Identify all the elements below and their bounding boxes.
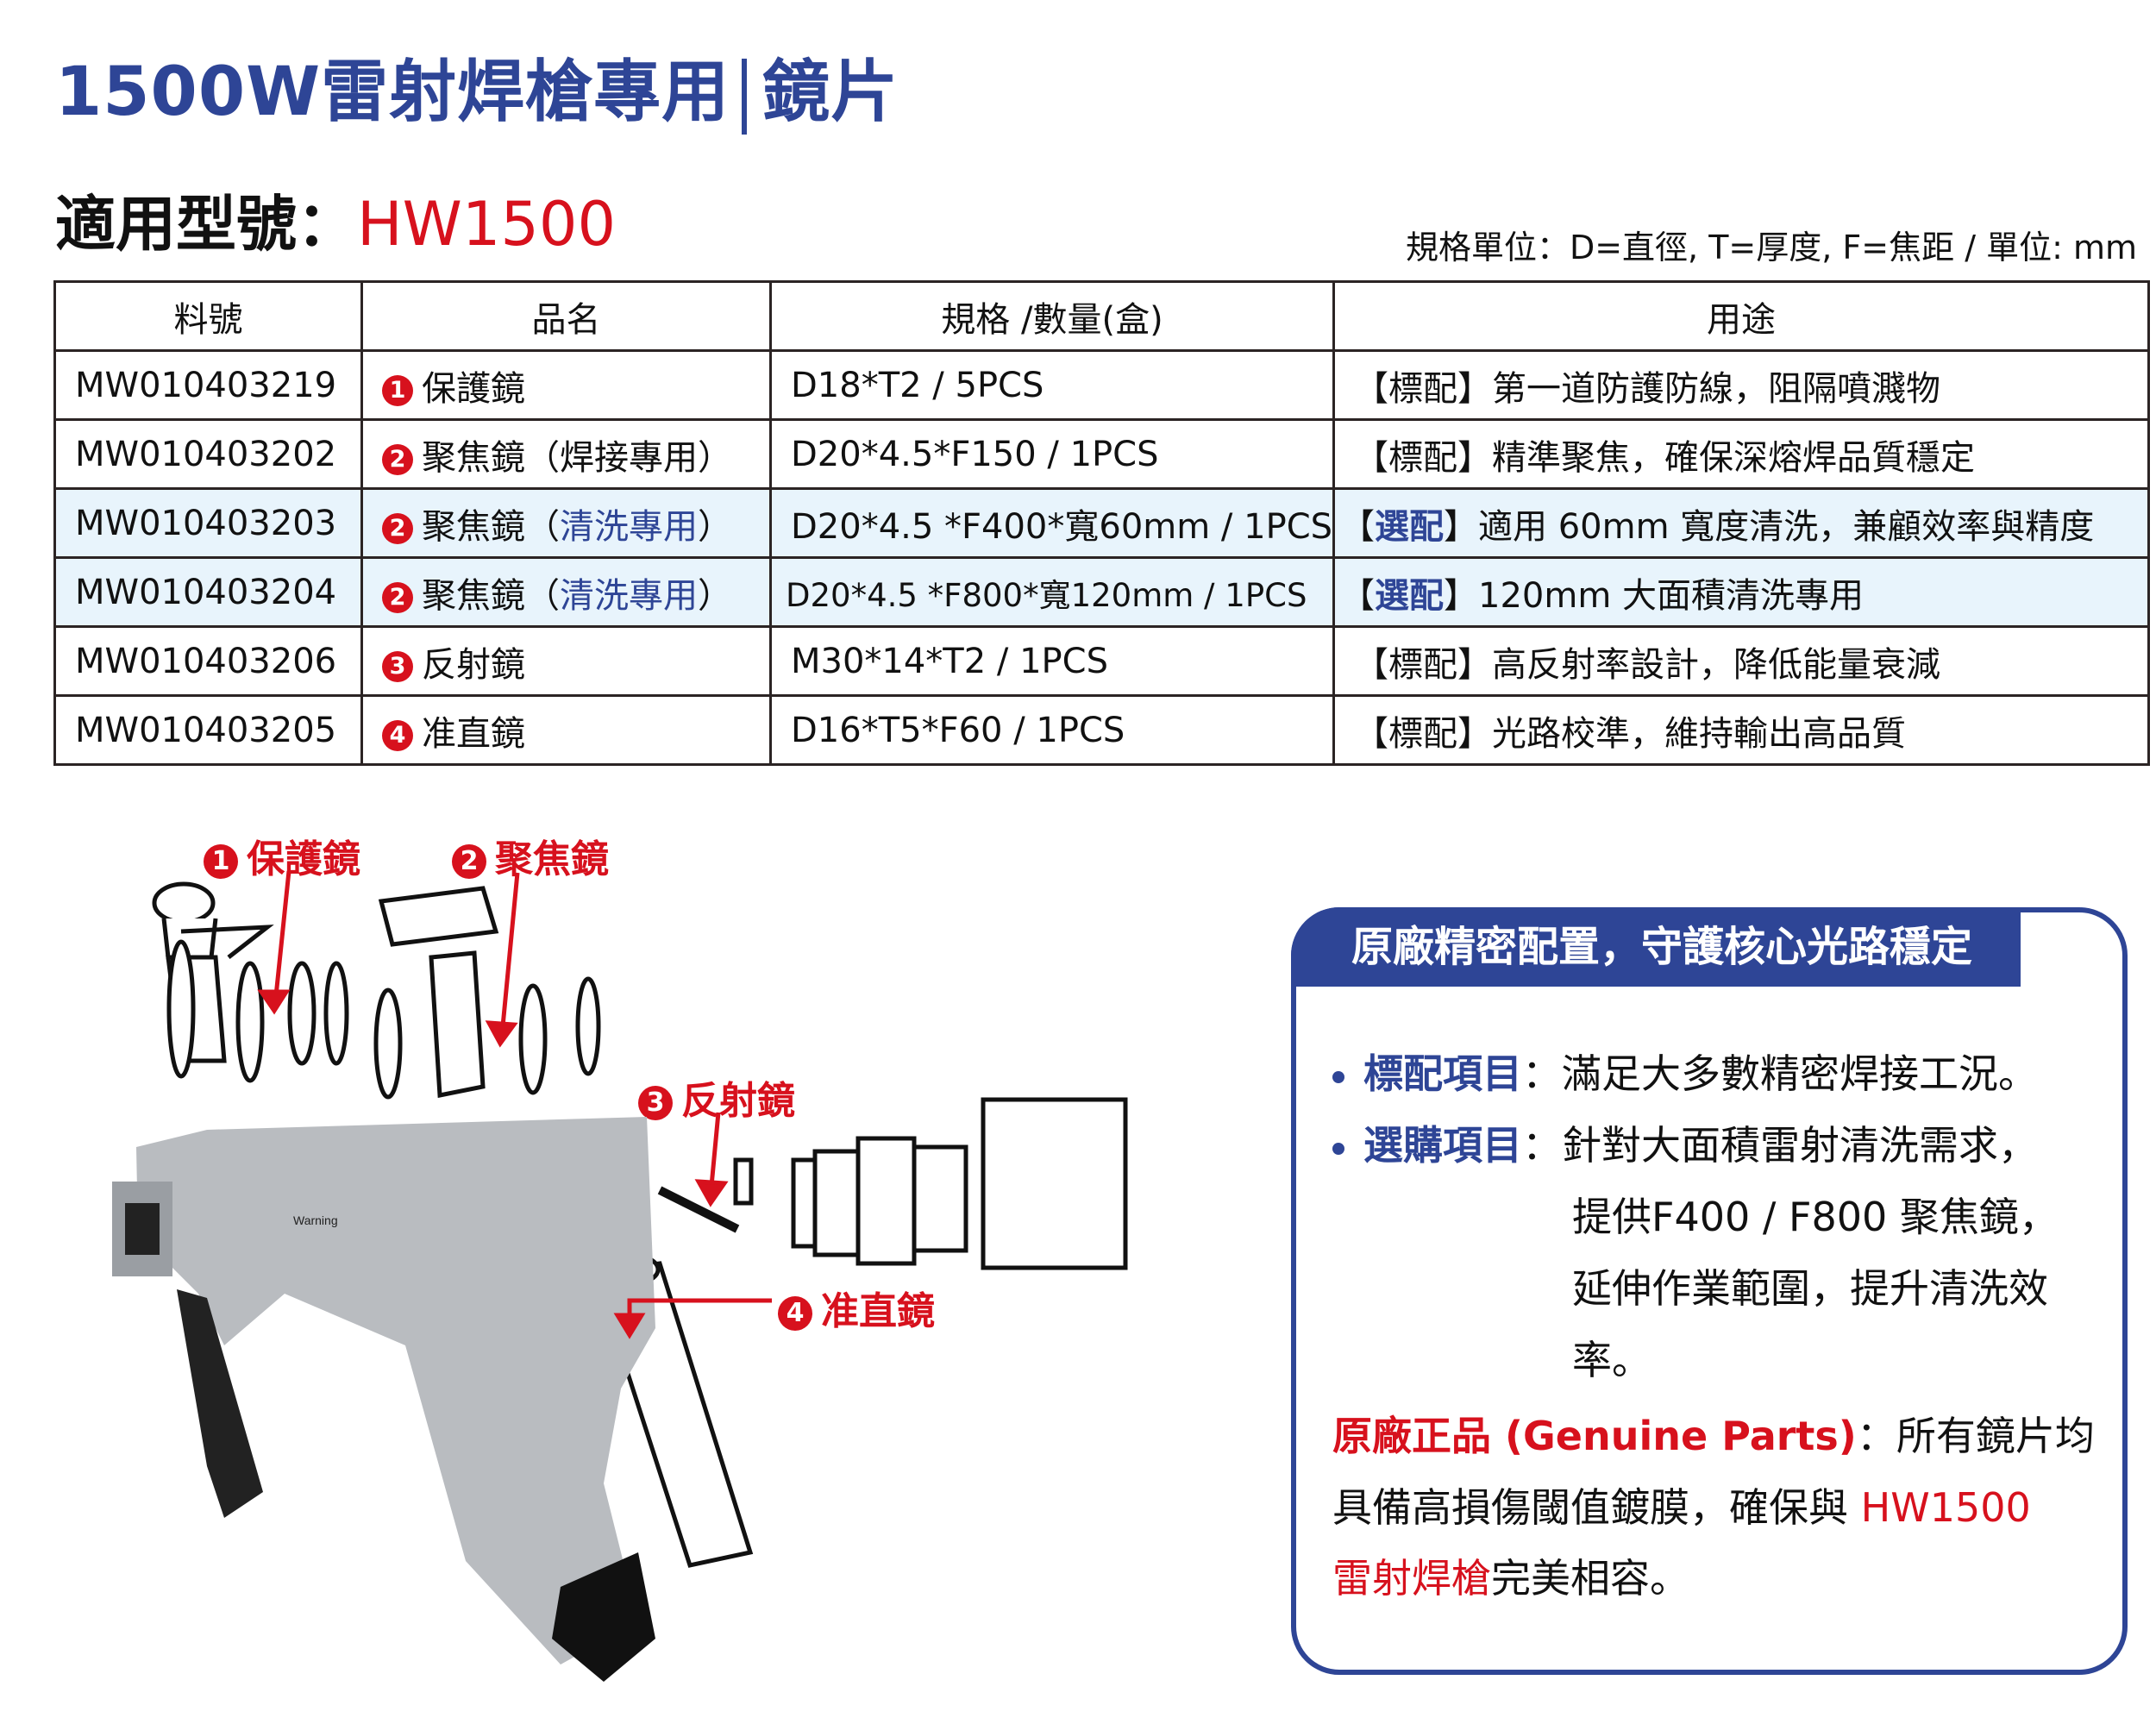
applicable-model: 適用型號：HW1500	[55, 185, 616, 263]
usage: 【選配】適用 60mm 寬度清洗，兼顧效率與精度	[1332, 487, 2150, 559]
info-item-standard: 標配項目：滿足大多數精密焊接工況。	[1332, 1048, 2038, 1100]
genuine-parts-line: 具備高損傷閾值鍍膜，確保與 HW1500	[1332, 1484, 2031, 1531]
number-badge: 2	[382, 581, 413, 613]
spec: M30*14*T2 / 1PCS	[768, 625, 1336, 697]
part-no: MW010403219	[53, 349, 363, 421]
genuine-parts-line: 雷射焊槍完美相容。	[1332, 1555, 1689, 1602]
col-usage: 用途	[1332, 280, 2150, 352]
units-note: 規格單位：D=直徑, T=厚度, F=焦距 / 單位: mm	[1405, 229, 2137, 266]
part-no: MW010403204	[53, 556, 363, 628]
usage: 【選配】120mm 大面積清洗專用	[1332, 556, 2150, 628]
model-label: 適用型號：	[55, 189, 357, 260]
info-continuation: 延伸作業範圍，提升清洗效	[1572, 1265, 2048, 1312]
svg-text:Warning: Warning	[293, 1213, 338, 1227]
usage: 【標配】高反射率設計，降低能量衰減	[1332, 625, 2150, 697]
spec: D20*4.5 *F800*寬120mm / 1PCS	[768, 556, 1336, 628]
bullet-icon	[1332, 1070, 1344, 1083]
genuine-parts-line: 原廠正品 (Genuine Parts)：所有鏡片均	[1332, 1413, 2095, 1459]
info-item-optional: 選購項目：針對大面積雷射清洗需求，	[1332, 1119, 2038, 1171]
part-no: MW010403206	[53, 625, 363, 697]
number-badge: 3	[382, 650, 413, 682]
tag: 選配	[1375, 506, 1445, 547]
usage: 【標配】精準聚焦，確保深熔焊品質穩定	[1332, 418, 2150, 490]
title-divider	[742, 58, 748, 135]
number-badge: 2	[382, 512, 413, 544]
spec: D16*T5*F60 / 1PCS	[768, 694, 1336, 766]
usage: 【標配】第一道防護防線，阻隔噴濺物	[1332, 349, 2150, 421]
tag: 標配	[1388, 713, 1458, 754]
info-continuation: 率。	[1572, 1337, 1651, 1383]
number-badge: 1	[382, 374, 413, 406]
title-sub: 鏡片	[762, 53, 899, 131]
title-main: 1500W雷射焊槍專用	[55, 53, 730, 131]
info-box-title: 原廠精密配置，守護核心光路穩定	[1291, 907, 2021, 987]
usage: 【標配】光路校準，維持輸出高品質	[1332, 694, 2150, 766]
tag: 選配	[1375, 575, 1445, 616]
tag: 標配	[1388, 644, 1458, 685]
tag: 標配	[1388, 437, 1458, 478]
table-header-row: 料號 品名 規格 /數量(盒) 用途	[53, 280, 2150, 352]
col-spec: 規格 /數量(盒)	[768, 280, 1336, 352]
col-name: 品名	[360, 280, 772, 352]
spec: D18*T2 / 5PCS	[768, 349, 1336, 421]
col-part-no: 料號	[53, 280, 363, 352]
info-continuation: 提供F400 / F800 聚焦鏡，	[1572, 1194, 2059, 1240]
tag: 標配	[1388, 368, 1458, 409]
model-value: HW1500	[357, 189, 616, 260]
bullet-icon	[1332, 1142, 1344, 1155]
part-no: MW010403202	[53, 418, 363, 490]
number-badge: 2	[382, 443, 413, 475]
spec: D20*4.5*F150 / 1PCS	[768, 418, 1336, 490]
spec: D20*4.5 *F400*寬60mm / 1PCS	[768, 487, 1336, 559]
number-badge: 4	[382, 719, 413, 751]
part-no: MW010403203	[53, 487, 363, 559]
page-title: 1500W雷射焊槍專用鏡片	[55, 45, 899, 140]
part-no: MW010403205	[53, 694, 363, 766]
